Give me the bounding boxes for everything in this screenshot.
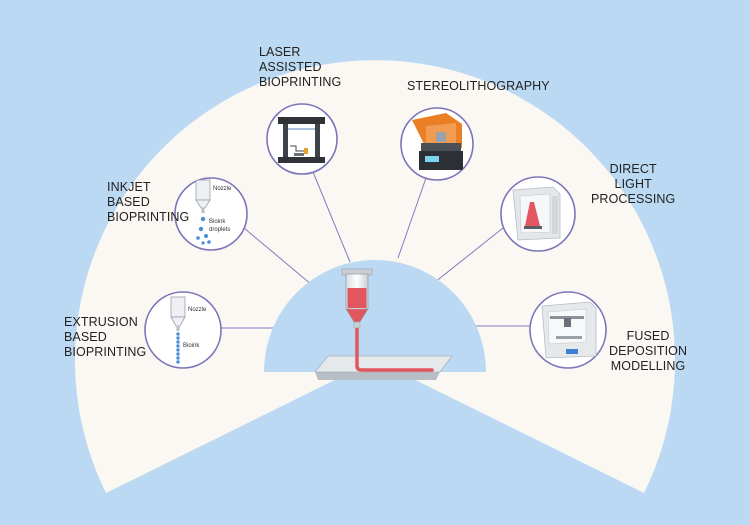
bioprinter-syringe-icon [314, 268, 453, 380]
extrusion-bioink-label: Bioink [183, 343, 200, 349]
inkjet-nozzle-icon: Nozzle Bioink droplets [195, 179, 232, 245]
label-direct-light-processing: DIRECT LIGHT PROCESSING [591, 162, 676, 206]
dlp-printer-icon [512, 186, 561, 241]
inkjet-droplets-label: droplets [209, 227, 230, 233]
label-fused-deposition-modelling: FUSED DEPOSITION MODELLING [609, 329, 688, 373]
laser-printer-icon [278, 117, 325, 163]
fdm-printer-icon [541, 301, 597, 359]
extrusion-nozzle-label: Nozzle [188, 307, 207, 313]
inkjet-bioink-label: Bioink [209, 219, 226, 225]
extrusion-nozzle-icon: Nozzle Bioink [170, 296, 207, 364]
sla-printer-icon [412, 113, 463, 170]
label-laser-assisted-bioprinting: LASER ASSISTED BIOPRINTING [259, 45, 342, 89]
label-extrusion-based-bioprinting: EXTRUSION BASED BIOPRINTING [64, 315, 147, 359]
label-inkjet-based-bioprinting: INKJET BASED BIOPRINTING [107, 180, 190, 224]
label-stereolithography: STEREOLITHOGRAPHY [407, 79, 550, 93]
center-dome [264, 260, 486, 372]
inkjet-nozzle-label: Nozzle [213, 186, 232, 192]
connector-lines [220, 171, 530, 329]
